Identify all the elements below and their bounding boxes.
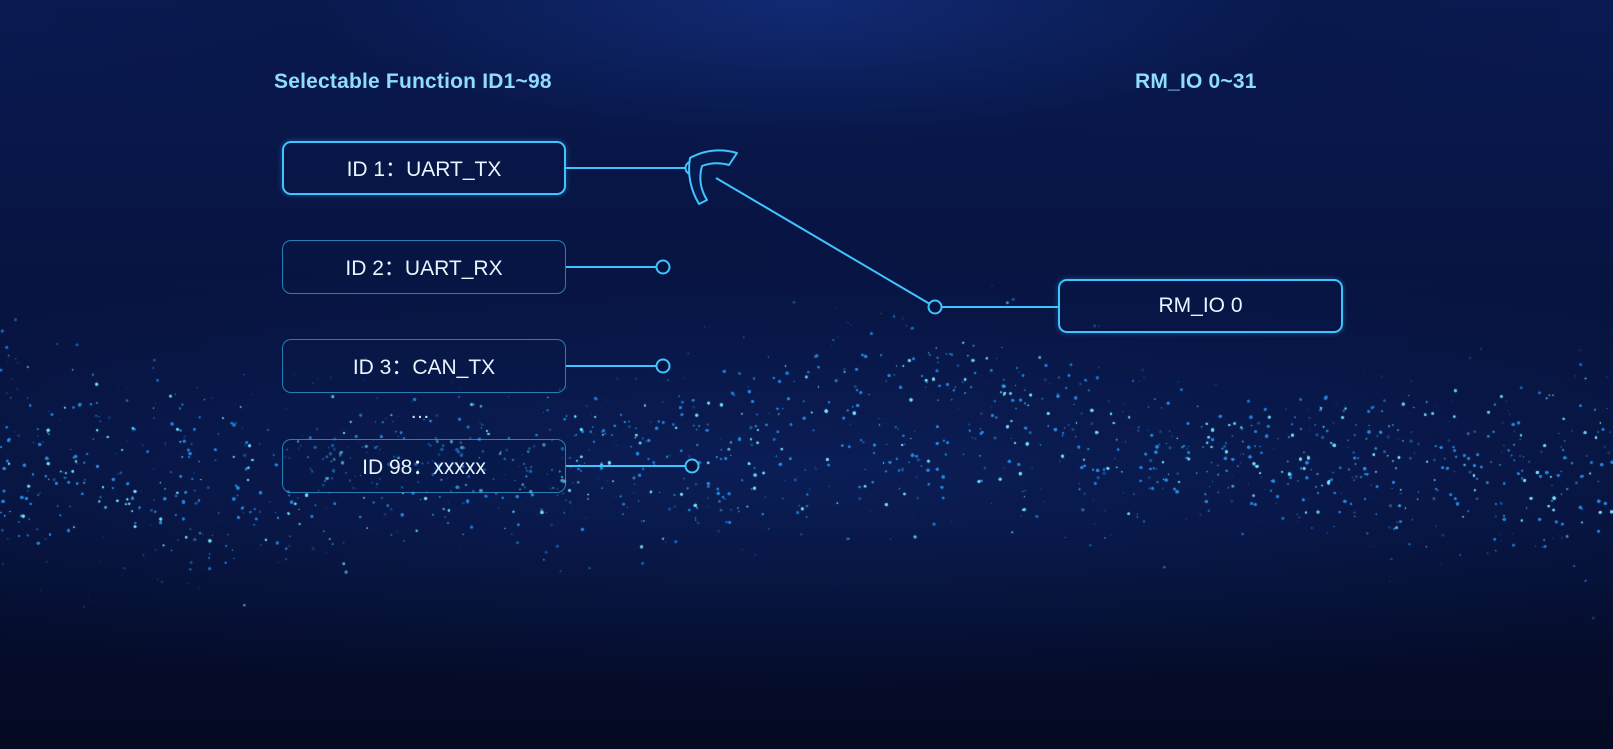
switch-arm: [715, 177, 936, 308]
function-id-label-3: ID 3：CAN_TX: [352, 356, 496, 379]
terminal-output: [927, 299, 943, 315]
function-id-box-3: ID 3：CAN_TX: [282, 339, 566, 393]
rm-io-heading: RM_IO 0~31: [1135, 70, 1257, 93]
terminal-id3: [655, 358, 671, 374]
terminal-id2: [655, 259, 671, 275]
terminal-id98: [684, 458, 700, 474]
switch-contact-icon: [688, 149, 738, 205]
function-id-label-2: ID 2：UART_RX: [345, 257, 503, 280]
function-id-box-2: ID 2：UART_RX: [282, 240, 566, 294]
function-id-label-98: ID 98：xxxxx: [362, 456, 486, 479]
rm-io-output-label: RM_IO 0: [1158, 294, 1243, 317]
function-id-box-1: ID 1：UART_TX: [282, 141, 566, 195]
rm-io-output-box: RM_IO 0: [1058, 279, 1343, 333]
function-id-label-1: ID 1：UART_TX: [346, 158, 502, 181]
more-ids-ellipsis: …: [410, 401, 431, 423]
function-id-heading: Selectable Function ID1~98: [274, 70, 552, 93]
function-id-box-98: ID 98：xxxxx: [282, 439, 566, 493]
